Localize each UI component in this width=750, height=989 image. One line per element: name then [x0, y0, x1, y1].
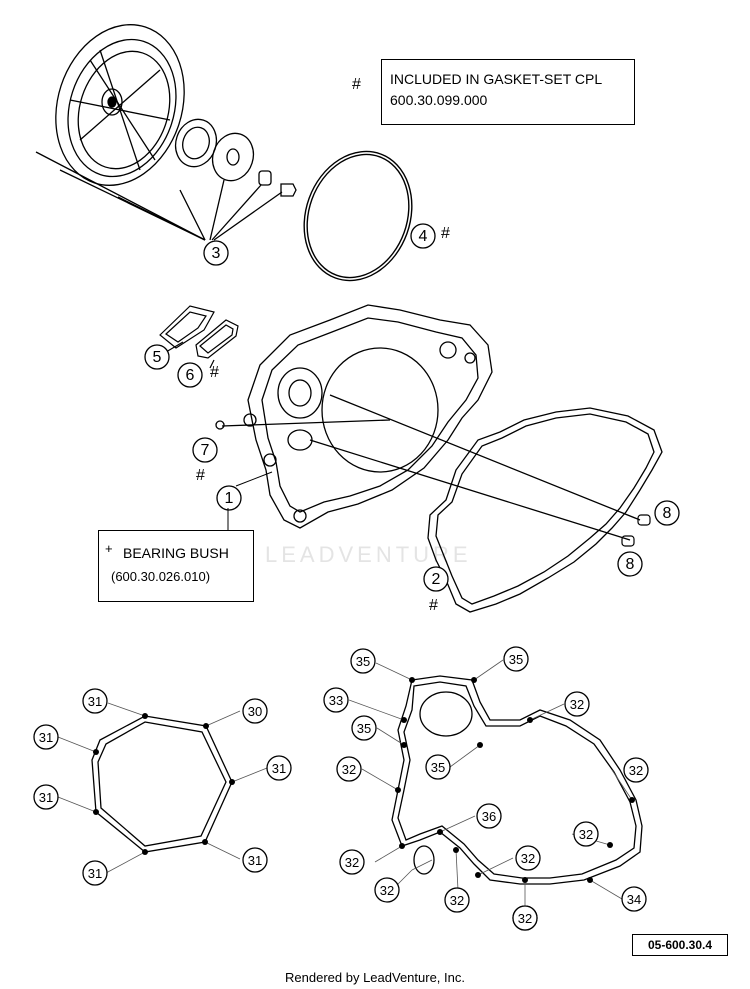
callout-4: 4 — [410, 223, 436, 249]
callout-6: 6 — [177, 362, 203, 388]
gasket-set-note: INCLUDED IN GASKET-SET CPL 600.30.099.00… — [381, 59, 635, 125]
callout-number: 1 — [225, 490, 234, 507]
callout-35: 35 — [350, 648, 376, 674]
small-cover-drawing — [159, 305, 239, 369]
callout-8: 8 — [617, 551, 643, 577]
callout-number: 3 — [212, 245, 221, 262]
callout-31: 31 — [33, 724, 59, 750]
callout-number: 32 — [380, 883, 394, 898]
leader-lines-left — [57, 702, 268, 874]
callout-31: 31 — [266, 755, 292, 781]
callout-2: 2 — [423, 566, 449, 592]
leader-lines-right — [348, 659, 633, 905]
crankcase-cover-drawing — [215, 304, 641, 541]
bearing-bush-number: (600.30.026.010) — [111, 569, 211, 584]
callout-31: 31 — [82, 860, 108, 886]
callout-number: 8 — [626, 556, 635, 573]
callout-number: 35 — [431, 760, 445, 775]
dowel-pins-drawing — [621, 514, 651, 547]
callout-number: 7 — [201, 442, 210, 459]
crankcase-gasket-drawing — [391, 675, 643, 885]
cover-gasket-drawing — [427, 407, 663, 613]
callout-number: 5 — [153, 349, 162, 366]
gasket-set-number: 600.30.099.000 — [390, 92, 488, 108]
callout-number: 6 — [186, 367, 195, 384]
callout-32: 32 — [564, 691, 590, 717]
callout-36: 36 — [476, 803, 502, 829]
callout-32: 32 — [515, 845, 541, 871]
callout-number: 31 — [272, 761, 286, 776]
callout-number: 35 — [356, 654, 370, 669]
callout-31: 31 — [33, 784, 59, 810]
callout-3: 3 — [203, 240, 229, 266]
callout-number: 32 — [579, 827, 593, 842]
diagram-reference-code: 05-600.30.4 — [632, 934, 728, 956]
callout-number: 31 — [248, 853, 262, 868]
clutch-cover-drawing — [35, 24, 297, 241]
hash-marker-part-2: # — [429, 597, 438, 614]
callout-number: 31 — [88, 694, 102, 709]
callout-1: 1 — [216, 485, 242, 511]
callout-35: 35 — [351, 715, 377, 741]
callout-32: 32 — [573, 821, 599, 847]
callout-number: 32 — [629, 763, 643, 778]
callout-7: 7 — [192, 437, 218, 463]
bearing-bush-symbol: + — [105, 541, 113, 556]
callout-number: 32 — [450, 893, 464, 908]
callout-5: 5 — [144, 344, 170, 370]
callout-32: 32 — [339, 849, 365, 875]
callout-32: 32 — [623, 757, 649, 783]
callout-35: 35 — [425, 754, 451, 780]
callout-31: 31 — [82, 688, 108, 714]
callout-number: 35 — [509, 652, 523, 667]
callout-number: 32 — [570, 697, 584, 712]
callout-31: 31 — [242, 847, 268, 873]
render-credit-footer: Rendered by LeadVenture, Inc. — [285, 970, 465, 985]
callout-number: 32 — [518, 911, 532, 926]
callout-number: 32 — [521, 851, 535, 866]
callout-number: 35 — [357, 721, 371, 736]
callout-33: 33 — [323, 687, 349, 713]
callout-number: 34 — [627, 892, 641, 907]
callout-number: 31 — [39, 730, 53, 745]
gasket-set-symbol: # — [352, 76, 361, 93]
hash-marker-part-6: # — [210, 364, 219, 381]
callout-number: 32 — [345, 855, 359, 870]
gasket-dots-right — [395, 677, 635, 883]
callout-number: 31 — [88, 866, 102, 881]
callout-30: 30 — [242, 698, 268, 724]
callout-number: 33 — [329, 693, 343, 708]
callout-32: 32 — [512, 905, 538, 931]
callout-number: 32 — [342, 762, 356, 777]
callout-32: 32 — [374, 877, 400, 903]
hash-marker-gasket-set: # — [441, 225, 450, 242]
o-ring-drawing — [303, 150, 413, 282]
gasket-dots-left — [93, 713, 235, 855]
callout-number: 36 — [482, 809, 496, 824]
callout-number: 8 — [663, 505, 672, 522]
callout-number: 2 — [432, 571, 441, 588]
callout-number: 31 — [39, 790, 53, 805]
callout-35: 35 — [503, 646, 529, 672]
callout-32: 32 — [336, 756, 362, 782]
callout-32: 32 — [444, 887, 470, 913]
callout-8: 8 — [654, 500, 680, 526]
callout-number: 4 — [419, 228, 428, 245]
hash-marker-part-7: # — [196, 467, 205, 484]
bearing-bush-note: + BEARING BUSH (600.30.026.010) — [98, 530, 254, 602]
callout-34: 34 — [621, 886, 647, 912]
callout-number: 30 — [248, 704, 262, 719]
gasket-set-title: INCLUDED IN GASKET-SET CPL — [390, 71, 603, 87]
bearing-bush-title: BEARING BUSH — [123, 545, 229, 561]
